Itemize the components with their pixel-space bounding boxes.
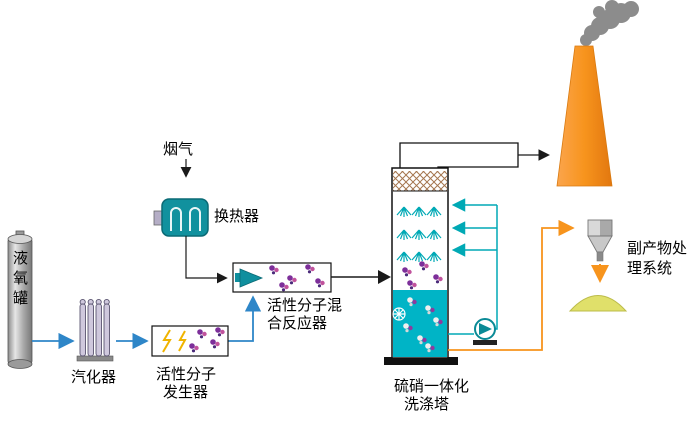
spark-icon <box>178 330 187 352</box>
label-tower-line2: 洗涤塔 <box>404 395 450 413</box>
tower-base <box>384 357 458 365</box>
label-reactor-line1: 活性分子混 <box>267 296 343 314</box>
label-byproduct-line2: 理系统 <box>627 259 673 277</box>
byproduct-line <box>448 219 575 351</box>
chimney <box>556 45 613 187</box>
label-lox-tank: 液氧罐 <box>11 250 29 310</box>
byproduct-hopper <box>587 219 613 262</box>
molecule-generator <box>151 325 229 357</box>
label-generator-line1: 活性分子 <box>156 365 217 383</box>
lox-tank <box>7 230 33 369</box>
flue-gas-line-to-reactor <box>185 236 228 284</box>
label-byproduct-line1: 副产物处 <box>627 239 688 257</box>
spark-icon <box>162 329 172 353</box>
venturi-nozzle <box>239 268 264 288</box>
oxygen-line-generator-to-reactor <box>228 295 262 342</box>
label-vaporizer: 汽化器 <box>71 368 117 386</box>
label-generator-line2: 发生器 <box>163 383 209 401</box>
gas-line-reactor-to-tower <box>331 270 391 284</box>
spray-nozzles <box>396 206 442 263</box>
label-tower-line1: 硫硝一体化 <box>394 377 470 395</box>
mixing-reactor <box>232 262 332 293</box>
recirculation-pump <box>473 318 497 345</box>
byproduct-pile <box>568 295 628 312</box>
sparger-icon <box>392 307 406 321</box>
heat-exchanger <box>153 198 209 237</box>
smoke-plume <box>580 0 639 46</box>
label-reactor-line2: 合反应器 <box>267 314 328 332</box>
demister-pad <box>393 171 447 191</box>
outlet-duct <box>399 142 550 171</box>
label-heat-exchanger: 换热器 <box>214 207 260 225</box>
recirculation-lines <box>448 198 498 335</box>
label-flue-gas: 烟气 <box>163 140 194 158</box>
scrubber-tower <box>384 167 458 365</box>
vaporizer <box>76 298 114 362</box>
